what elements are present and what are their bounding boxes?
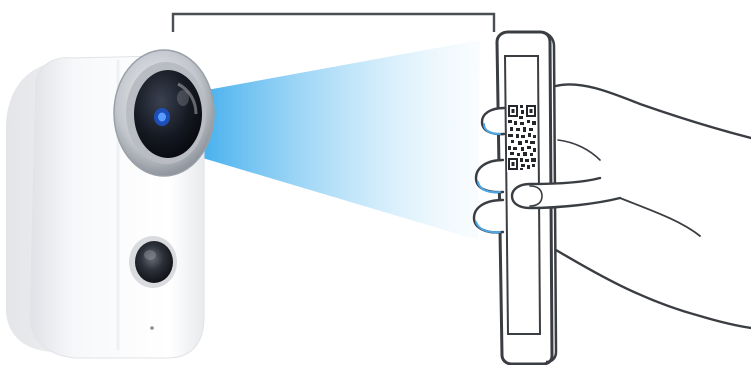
wrist-outline [556, 250, 751, 328]
qr-code [507, 104, 537, 172]
palm-crease [620, 198, 700, 236]
distance-bracket [173, 14, 494, 32]
palm-outline [556, 84, 751, 138]
security-camera [6, 50, 214, 358]
scan-beam [196, 40, 480, 240]
status-led [150, 326, 154, 330]
